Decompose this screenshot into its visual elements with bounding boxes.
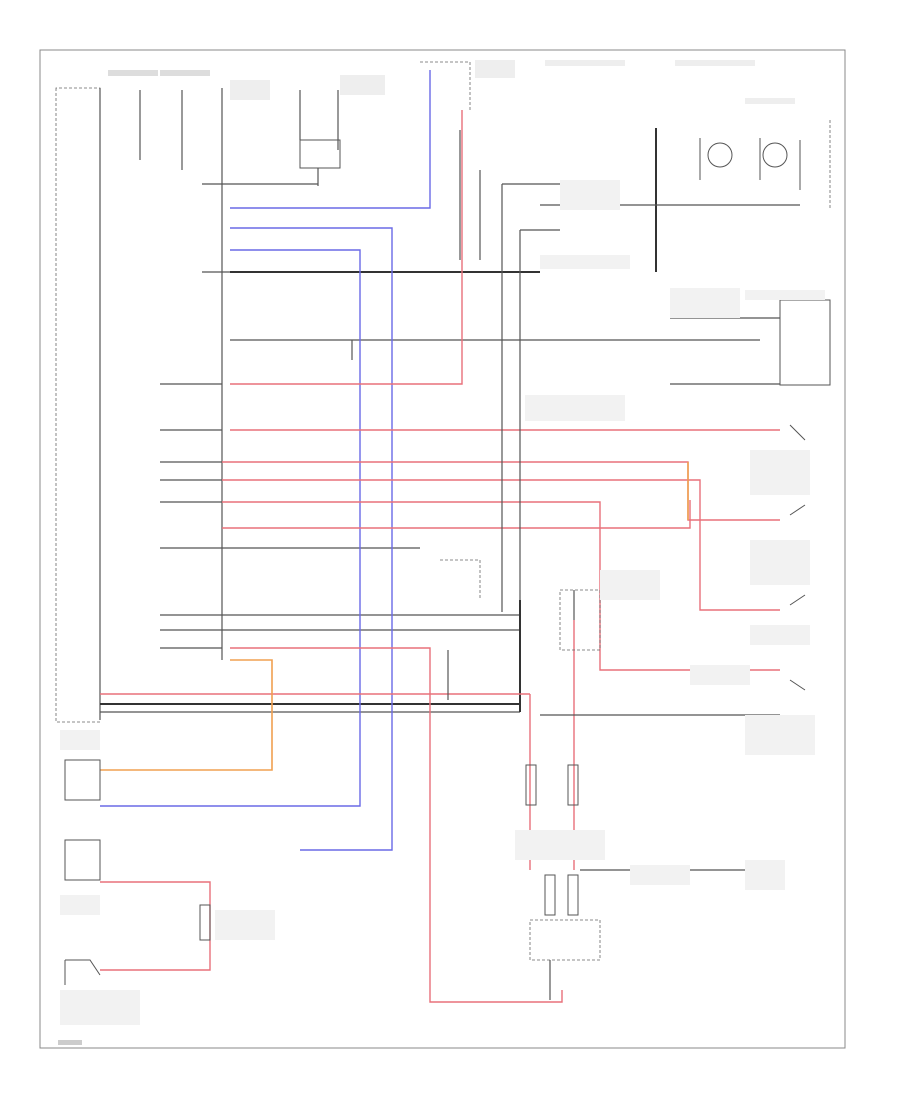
orange-wire [100, 462, 689, 771]
small-labels [58, 60, 825, 1045]
top-fuses [139, 90, 341, 186]
body-control-module-outline [55, 87, 101, 723]
black-wires-left [160, 183, 760, 649]
junction-block [221, 88, 243, 660]
blue-wires [100, 70, 431, 851]
center-relays [420, 61, 601, 700]
bottom-left-lamps [64, 759, 211, 985]
diagram-frame [39, 49, 846, 1049]
ground-bus [100, 600, 521, 713]
